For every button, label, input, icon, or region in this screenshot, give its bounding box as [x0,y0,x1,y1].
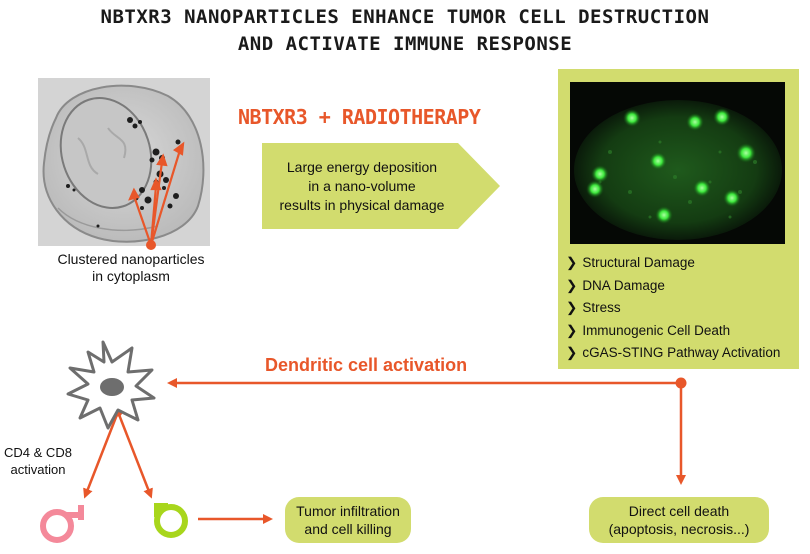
effect-item: ❯Immunogenic Cell Death [566,322,731,338]
damage-panel: ❯Structural Damage ❯DNA Damage ❯Stress ❯… [558,69,799,369]
title-line-1: NBTXR3 NANOPARTICLES ENHANCE TUMOR CELL … [100,6,710,28]
cd8-activation-arrow [116,411,153,499]
electron-micrograph [38,78,210,246]
cd8-tcell-icon [154,503,188,538]
effect-item: ❯DNA Damage [566,277,665,293]
energy-arrow-text: Large energy deposition in a nano-volume… [279,158,445,213]
tcell-activation-label: CD4 & CD8 activation [4,445,72,477]
dendritic-activation-label: Dendritic cell activation [265,355,468,375]
effect-item: ❯Structural Damage [566,255,695,270]
energy-arrow-shape [262,143,500,229]
chevron-right-icon: ❯ [566,255,578,270]
nanoparticle-pointer-arrows [128,141,185,246]
damage-effects-list: ❯Structural Damage ❯DNA Damage ❯Stress ❯… [566,252,780,365]
cd4-activation-arrow [83,411,120,499]
dna-damage-foci [586,108,756,224]
micrograph-image [38,78,210,246]
tumor-infiltration-box: Tumor infiltration and cell killing [285,497,411,543]
flow-origin-dot [675,377,687,389]
effect-item: ❯cGAS-STING Pathway Activation [566,345,781,360]
chevron-right-icon: ❯ [566,300,578,315]
diagram-title: NBTXR3 NANOPARTICLES ENHANCE TUMOR CELL … [0,4,810,58]
combination-label: NBTXR3 + RADIOTHERAPY [238,105,481,129]
nucleus-foci-image [570,82,785,244]
fluorescence-nucleus-image [570,82,785,244]
chevron-right-icon: ❯ [566,277,578,293]
effect-item: ❯Stress [566,300,621,315]
micrograph-caption: Clustered nanoparticles in cytoplasm [57,251,205,284]
direct-cell-death-box: Direct cell death (apoptosis, necrosis..… [589,497,769,543]
cd4-tcell-icon [40,505,84,543]
energy-deposition-arrow: Large energy deposition in a nano-volume… [262,143,500,229]
chevron-right-icon: ❯ [566,322,578,338]
chevron-right-icon: ❯ [566,345,578,360]
title-line-2: AND ACTIVATE IMMUNE RESPONSE [237,33,573,55]
